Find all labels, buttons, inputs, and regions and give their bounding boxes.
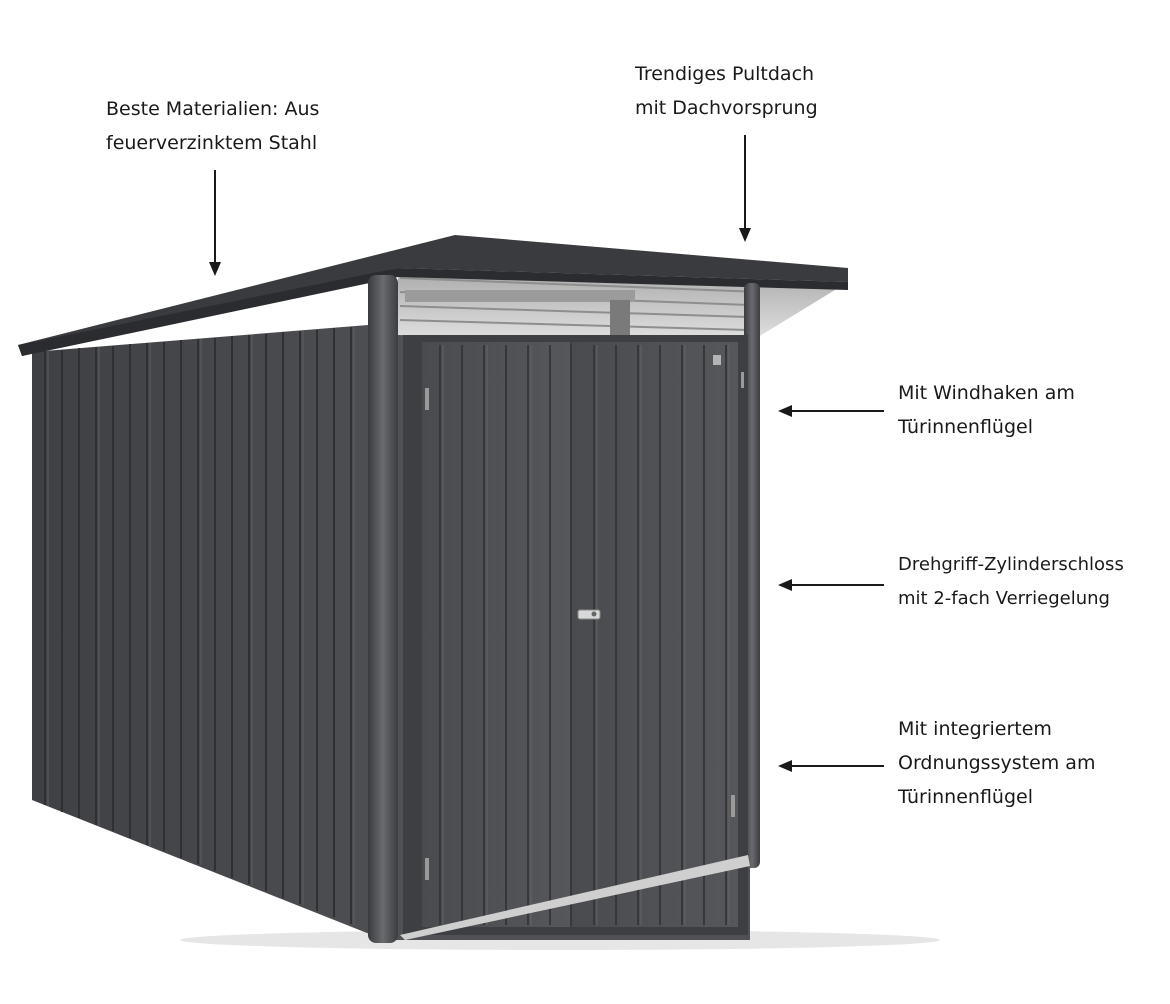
callout-materials-line2: feuerverzinktem Stahl bbox=[106, 132, 318, 154]
hinge bbox=[741, 372, 744, 388]
left-door bbox=[422, 342, 570, 927]
front-left-post bbox=[368, 275, 398, 943]
lock-cylinder bbox=[591, 611, 597, 617]
callout-storage-line1: Mit integriertem bbox=[898, 718, 1052, 740]
door-rib-highlights bbox=[442, 345, 730, 925]
right-door bbox=[572, 342, 738, 927]
roof-bracket bbox=[610, 300, 630, 340]
callout-arrows bbox=[209, 135, 884, 772]
side-wall-highlights bbox=[47, 327, 355, 925]
callout-lock: Drehgriff-Zylinderschloss mit 2-fach Ver… bbox=[898, 548, 1124, 616]
callout-roof-line1: Trendiges Pultdach bbox=[635, 63, 815, 85]
callout-wind-hook-line2: Türinnenflügel bbox=[898, 416, 1033, 438]
door-threshold bbox=[400, 855, 750, 940]
side-wall-ribs bbox=[44, 327, 352, 924]
hinge bbox=[425, 388, 429, 410]
roof-beam bbox=[405, 290, 635, 302]
callout-roof-line2: mit Dachvorsprung bbox=[635, 97, 818, 119]
door-ribs bbox=[439, 345, 727, 925]
callout-lock-line1: Drehgriff-Zylinderschloss bbox=[898, 554, 1124, 575]
callout-wind-hook-line1: Mit Windhaken am bbox=[898, 382, 1075, 404]
brand-badge bbox=[713, 355, 721, 365]
callout-storage: Mit integriertem Ordnungssystem am Türin… bbox=[898, 712, 1095, 814]
roof-edge bbox=[18, 268, 848, 356]
callout-roof: Trendiges Pultdach mit Dachvorsprung bbox=[635, 57, 818, 125]
callout-lock-line2: mit 2-fach Verriegelung bbox=[898, 588, 1110, 609]
callout-wind-hook: Mit Windhaken am Türinnenflügel bbox=[898, 376, 1075, 444]
hinge bbox=[425, 858, 429, 880]
side-wall bbox=[32, 325, 372, 935]
callout-materials: Beste Materialien: Aus feuerverzinktem S… bbox=[106, 92, 319, 160]
callout-storage-line3: Türinnenflügel bbox=[898, 786, 1033, 808]
hinge bbox=[731, 795, 735, 817]
callout-storage-line2: Ordnungssystem am bbox=[898, 752, 1096, 774]
door-handle-lock bbox=[577, 609, 601, 620]
roof-top bbox=[18, 235, 848, 356]
callout-materials-line1: Beste Materialien: Aus bbox=[106, 98, 320, 120]
